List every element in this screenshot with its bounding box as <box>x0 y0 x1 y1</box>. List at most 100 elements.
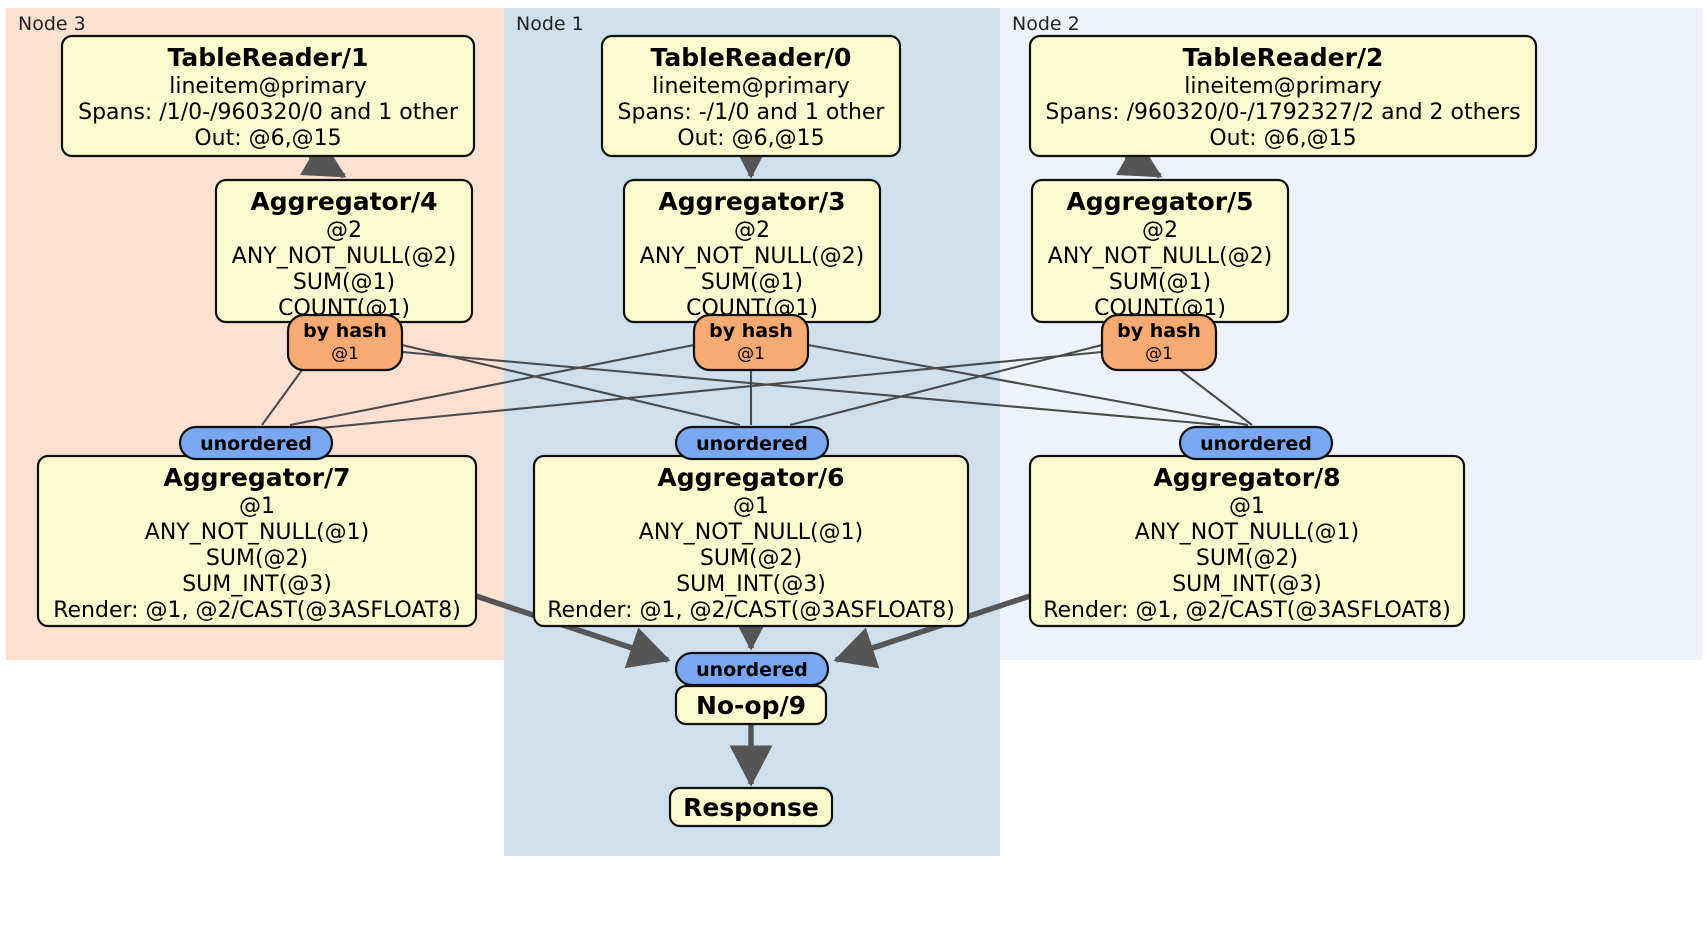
synchronizer-pill[interactable] <box>674 651 830 687</box>
processor-detail-line: Spans: -/1/0 and 1 other <box>618 100 886 125</box>
processor-detail-line: @1 <box>1229 494 1265 519</box>
edges-layer <box>261 137 1253 787</box>
hash-router-hash3[interactable]: by hash@1 <box>692 313 810 372</box>
edge-hash5-to-sync8 <box>1179 369 1253 426</box>
processor-title: Aggregator/7 <box>163 463 350 492</box>
processor-detail-line: SUM_INT(@3) <box>1172 572 1322 597</box>
processor-detail-line: Render: @1, @2/CAST(@3ASFLOAT8) <box>1043 598 1451 623</box>
processor-noop9[interactable]: No-op/9 <box>674 684 828 726</box>
hash-router-column: @1 <box>737 344 765 364</box>
processor-detail-line: ANY_NOT_NULL(@2) <box>640 244 864 269</box>
processor-detail-line: Spans: /1/0-/960320/0 and 1 other <box>78 100 459 125</box>
processor-agg6[interactable]: Aggregator/6@1ANY_NOT_NULL(@1)SUM(@2)SUM… <box>532 454 970 628</box>
processor-title: Aggregator/4 <box>250 187 437 216</box>
processor-detail-line: @1 <box>733 494 769 519</box>
processor-box[interactable] <box>668 786 834 828</box>
processor-title: Aggregator/3 <box>658 187 845 216</box>
processor-title: Aggregator/6 <box>657 463 844 492</box>
hash-router-label: by hash <box>1117 320 1201 342</box>
hash-router-box[interactable] <box>692 313 810 372</box>
panel-label: Node 3 <box>18 13 86 35</box>
processor-detail-line: ANY_NOT_NULL(@1) <box>1135 520 1359 545</box>
panel-label: Node 2 <box>1012 13 1080 35</box>
processor-agg7[interactable]: Aggregator/7@1ANY_NOT_NULL(@1)SUM(@2)SUM… <box>36 454 478 628</box>
processor-detail-line: ANY_NOT_NULL(@2) <box>1048 244 1272 269</box>
processor-detail-line: @1 <box>239 494 275 519</box>
processor-detail-line: SUM(@1) <box>293 270 395 295</box>
processor-box[interactable] <box>600 34 902 158</box>
processor-detail-line: Render: @1, @2/CAST(@3ASFLOAT8) <box>53 598 461 623</box>
processor-detail-line: SUM(@2) <box>700 546 802 571</box>
hash-router-label: by hash <box>709 320 793 342</box>
processor-title: Aggregator/5 <box>1066 187 1253 216</box>
processor-detail-line: SUM_INT(@3) <box>676 572 826 597</box>
edge-hash3-to-sync7 <box>289 343 695 427</box>
processor-title: TableReader/2 <box>1183 43 1384 72</box>
edge-hash5-to-sync7 <box>299 350 1103 432</box>
processor-detail-line: SUM(@1) <box>1109 270 1211 295</box>
synchronizer-pill[interactable] <box>178 425 334 461</box>
panel-label: Node 1 <box>516 13 584 35</box>
processor-detail-line: lineitem@primary <box>652 74 850 99</box>
edge-agg8-to-sync9 <box>833 593 1031 669</box>
processor-box[interactable] <box>1028 34 1538 158</box>
edge-agg7-to-sync9 <box>475 593 671 669</box>
processor-agg8[interactable]: Aggregator/8@1ANY_NOT_NULL(@1)SUM(@2)SUM… <box>1028 454 1466 628</box>
processor-agg4[interactable]: Aggregator/4@2ANY_NOT_NULL(@2)SUM(@1)COU… <box>214 178 474 324</box>
synchronizer-label: unordered <box>696 433 808 455</box>
processor-detail-line: Render: @1, @2/CAST(@3ASFLOAT8) <box>547 598 955 623</box>
hash-router-column: @1 <box>1145 344 1173 364</box>
processor-agg5[interactable]: Aggregator/5@2ANY_NOT_NULL(@2)SUM(@1)COU… <box>1030 178 1290 324</box>
edge-hash3-to-sync8 <box>807 343 1249 427</box>
hash-router-hash4[interactable]: by hash@1 <box>286 313 404 372</box>
processor-detail-line: @2 <box>1142 218 1178 243</box>
processor-response[interactable]: Response <box>668 786 834 828</box>
synchronizer-sync7[interactable]: unordered <box>178 425 334 461</box>
processor-title: No-op/9 <box>696 691 806 720</box>
synchronizer-pill[interactable] <box>674 425 830 461</box>
hash-router-box[interactable] <box>286 313 404 372</box>
synchronizer-label: unordered <box>1200 433 1312 455</box>
processor-detail-line: Out: @6,@15 <box>677 126 824 151</box>
processor-detail-line: SUM(@1) <box>701 270 803 295</box>
hash-router-column: @1 <box>331 344 359 364</box>
processor-detail-line: @2 <box>734 218 770 243</box>
processor-title: Response <box>683 793 819 822</box>
edge-hash4-to-sync6 <box>401 343 741 427</box>
processor-detail-line: ANY_NOT_NULL(@1) <box>145 520 369 545</box>
edge-hash5-to-sync6 <box>789 343 1103 427</box>
processor-detail-line: ANY_NOT_NULL(@2) <box>232 244 456 269</box>
processor-detail-line: lineitem@primary <box>1184 74 1382 99</box>
processor-detail-line: Out: @6,@15 <box>194 126 341 151</box>
synchronizer-label: unordered <box>200 433 312 455</box>
processor-detail-line: SUM(@2) <box>1196 546 1298 571</box>
synchronizer-sync9[interactable]: unordered <box>674 651 830 687</box>
edge-hash4-to-sync7 <box>261 369 303 426</box>
hash-router-hash5[interactable]: by hash@1 <box>1100 313 1218 372</box>
processor-box[interactable] <box>60 34 476 158</box>
synchronizer-pill[interactable] <box>1178 425 1334 461</box>
processor-detail-line: @2 <box>326 218 362 243</box>
processor-detail-line: SUM(@2) <box>206 546 308 571</box>
edge-tr1-to-agg4 <box>299 137 347 179</box>
edge-hash4-to-sync8 <box>401 350 1221 427</box>
processor-agg3[interactable]: Aggregator/3@2ANY_NOT_NULL(@2)SUM(@1)COU… <box>622 178 882 324</box>
synchronizer-label: unordered <box>696 659 808 681</box>
synchronizer-sync6[interactable]: unordered <box>674 425 830 461</box>
hash-router-box[interactable] <box>1100 313 1218 372</box>
processor-detail-line: ANY_NOT_NULL(@1) <box>639 520 863 545</box>
hash-router-label: by hash <box>303 320 387 342</box>
edge-tr2-to-agg5 <box>1115 137 1163 179</box>
processor-detail-line: SUM_INT(@3) <box>182 572 332 597</box>
processor-detail-line: Out: @6,@15 <box>1209 126 1356 151</box>
synchronizer-sync8[interactable]: unordered <box>1178 425 1334 461</box>
processor-detail-line: Spans: /960320/0-/1792327/2 and 2 others <box>1045 100 1520 125</box>
processor-title: TableReader/1 <box>168 43 369 72</box>
processor-title: Aggregator/8 <box>1153 463 1340 492</box>
processor-detail-line: lineitem@primary <box>169 74 367 99</box>
